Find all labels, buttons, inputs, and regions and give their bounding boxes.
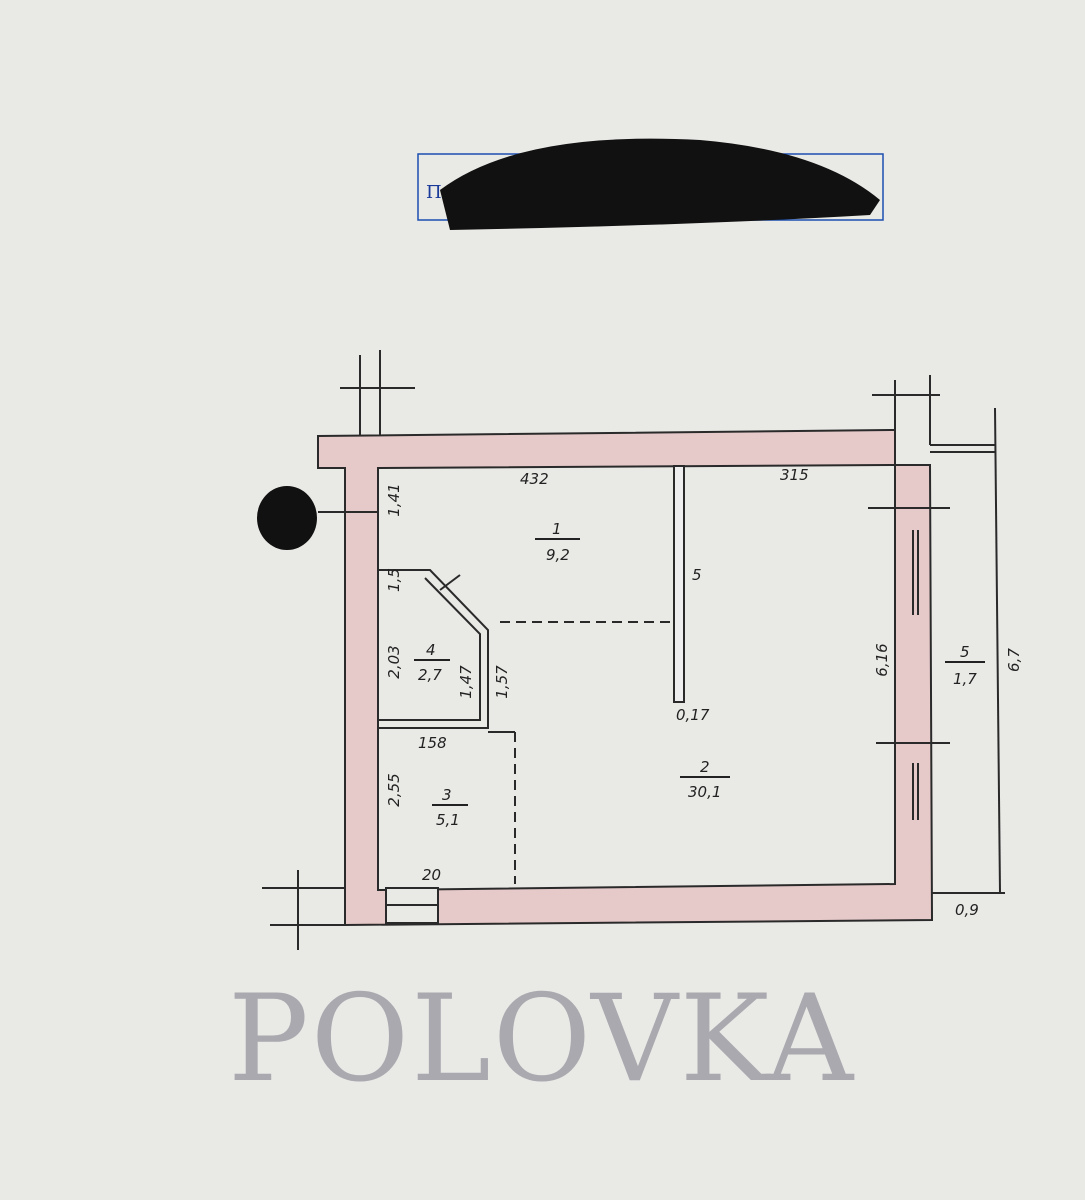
room-1-area: 9,2 (546, 546, 570, 564)
dim-partition: 5 (692, 566, 702, 584)
dim-right-inner: 6,16 (873, 643, 891, 676)
dim-bath-top: 158 (418, 734, 447, 752)
dim-top-right: 315 (780, 466, 809, 484)
room-2-area: 30,1 (688, 783, 721, 801)
walls (317, 428, 934, 927)
watermark: POLOVKA (228, 970, 855, 1109)
dim-bath-left: 2,55 (385, 773, 403, 806)
room-4-area: 2,7 (418, 666, 442, 684)
redaction-dot (257, 486, 317, 550)
dim-balcony-width: 0,9 (955, 901, 979, 919)
room-3-number: 3 (442, 786, 452, 804)
dim-closet-right: 1,57 (493, 665, 511, 699)
dim-partition-end: 0,17 (676, 706, 710, 724)
room-3-area: 5,1 (436, 811, 460, 829)
header-text: П (426, 182, 442, 203)
dim-closet-inner: 1,47 (457, 665, 475, 699)
room-2-number: 2 (700, 758, 710, 776)
wall-lines (262, 350, 1005, 950)
redaction-mark (440, 138, 880, 230)
dim-left-upper: 1,41 (385, 483, 403, 516)
room-4-number: 4 (426, 641, 436, 659)
dim-right-outer: 6,7 (1005, 648, 1023, 672)
room-5-number: 5 (960, 643, 970, 661)
dimension-labels: 432 315 1,41 1,5 2,03 1,47 1,57 5 0,17 1… (385, 466, 1023, 919)
dim-bottom: 20 (422, 866, 441, 884)
dim-top-left: 432 (520, 470, 549, 488)
dim-left-small: 1,5 (385, 568, 403, 592)
room-1-number: 1 (552, 520, 562, 538)
room-labels: 1 9,2 2 30,1 3 5,1 4 2,7 5 1,7 (414, 520, 985, 829)
dim-left-mid: 2,03 (385, 645, 403, 678)
room-5-area: 1,7 (953, 670, 977, 688)
